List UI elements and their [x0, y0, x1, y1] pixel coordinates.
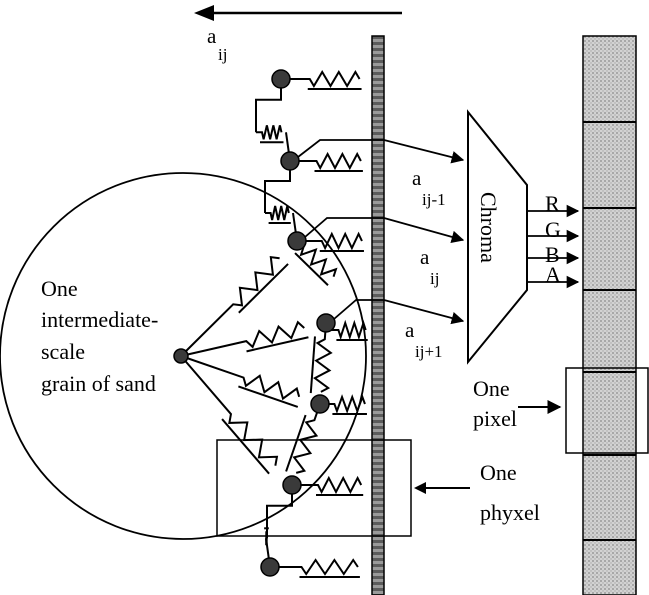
grain-caption: One intermediate- scale grain of sand	[41, 276, 158, 396]
mass-node	[271, 69, 291, 89]
pixel-caption-line2: pixel	[473, 406, 517, 431]
chain-link	[266, 485, 293, 539]
phyxel-caption-line2: phyxel	[480, 500, 540, 525]
spring	[180, 255, 280, 357]
damper-bar	[246, 336, 309, 353]
a-prev-label: a	[412, 166, 422, 190]
chroma-arrow	[383, 299, 465, 325]
chroma-block: Chroma	[467, 109, 528, 365]
mass-node	[316, 313, 336, 333]
direction-arrow	[194, 5, 402, 21]
rgba-outputs	[527, 204, 580, 289]
spring	[292, 403, 321, 474]
a-top-label: a	[207, 24, 217, 48]
a-next-subscript: ij+1	[415, 342, 443, 361]
spring	[256, 125, 283, 140]
phyxel-caption: One phyxel	[480, 460, 540, 525]
mass-node	[280, 151, 300, 171]
g-label: G	[545, 217, 561, 242]
grain-caption-line3: scale	[41, 339, 85, 364]
a-channel-label: A	[545, 262, 561, 287]
spring	[305, 231, 363, 251]
damper-bar	[238, 385, 299, 408]
a-cur-subscript: ij	[430, 269, 439, 288]
chain-link	[264, 161, 291, 213]
spring	[300, 475, 363, 495]
damper-bar	[285, 414, 307, 472]
chroma-arrow	[383, 139, 465, 164]
phyxel-pointer	[414, 482, 470, 494]
mass-node	[287, 231, 307, 251]
spring	[265, 205, 290, 221]
pixel-strip	[582, 35, 637, 595]
spring	[296, 240, 338, 278]
grain-caption-line1: One	[41, 276, 78, 301]
pixel-box	[565, 367, 649, 454]
chroma-link	[297, 139, 384, 158]
damper-bar	[221, 418, 270, 475]
spring	[289, 70, 361, 88]
spring	[313, 322, 333, 393]
chroma-link	[304, 217, 384, 238]
a-prev-subscript: ij-1	[422, 190, 446, 209]
spring	[325, 394, 366, 414]
spring	[278, 558, 359, 576]
a-next-label: a	[405, 318, 415, 342]
pixel-caption: One pixel	[473, 376, 517, 431]
b-label: B	[545, 242, 560, 267]
pixel-caption-line1: One	[473, 376, 510, 401]
chroma-arrow	[383, 217, 465, 244]
chroma-link	[333, 299, 384, 320]
damper-bar	[309, 336, 316, 394]
a-top-subscript: ij	[218, 45, 227, 64]
grain-caption-line2: intermediate-	[41, 307, 158, 332]
mass-node	[310, 394, 330, 414]
surface-rail	[371, 35, 385, 595]
grain-caption-line4: grain of sand	[41, 371, 156, 396]
phyxel-box	[216, 439, 412, 537]
r-label: R	[545, 191, 560, 216]
chroma-label: Chroma	[476, 192, 501, 263]
mass-node	[282, 475, 302, 495]
rgba-labels: R G B A	[545, 191, 561, 287]
chain-link	[255, 79, 282, 133]
damper-bar	[238, 263, 289, 314]
coefficient-labels: a ij a ij-1 a ij a ij+1	[207, 24, 446, 361]
spring	[330, 319, 367, 341]
spring	[180, 320, 305, 357]
grain-center-node	[173, 348, 189, 364]
spring	[180, 355, 279, 466]
phyxel-caption-line1: One	[480, 460, 517, 485]
grain-circle	[0, 172, 367, 540]
damper-bar	[294, 252, 329, 286]
spring-network	[173, 69, 368, 578]
mass-node	[260, 557, 280, 577]
chroma-inputs	[297, 139, 465, 325]
a-cur-label: a	[420, 245, 430, 269]
spring	[180, 355, 301, 401]
spring	[298, 151, 362, 171]
